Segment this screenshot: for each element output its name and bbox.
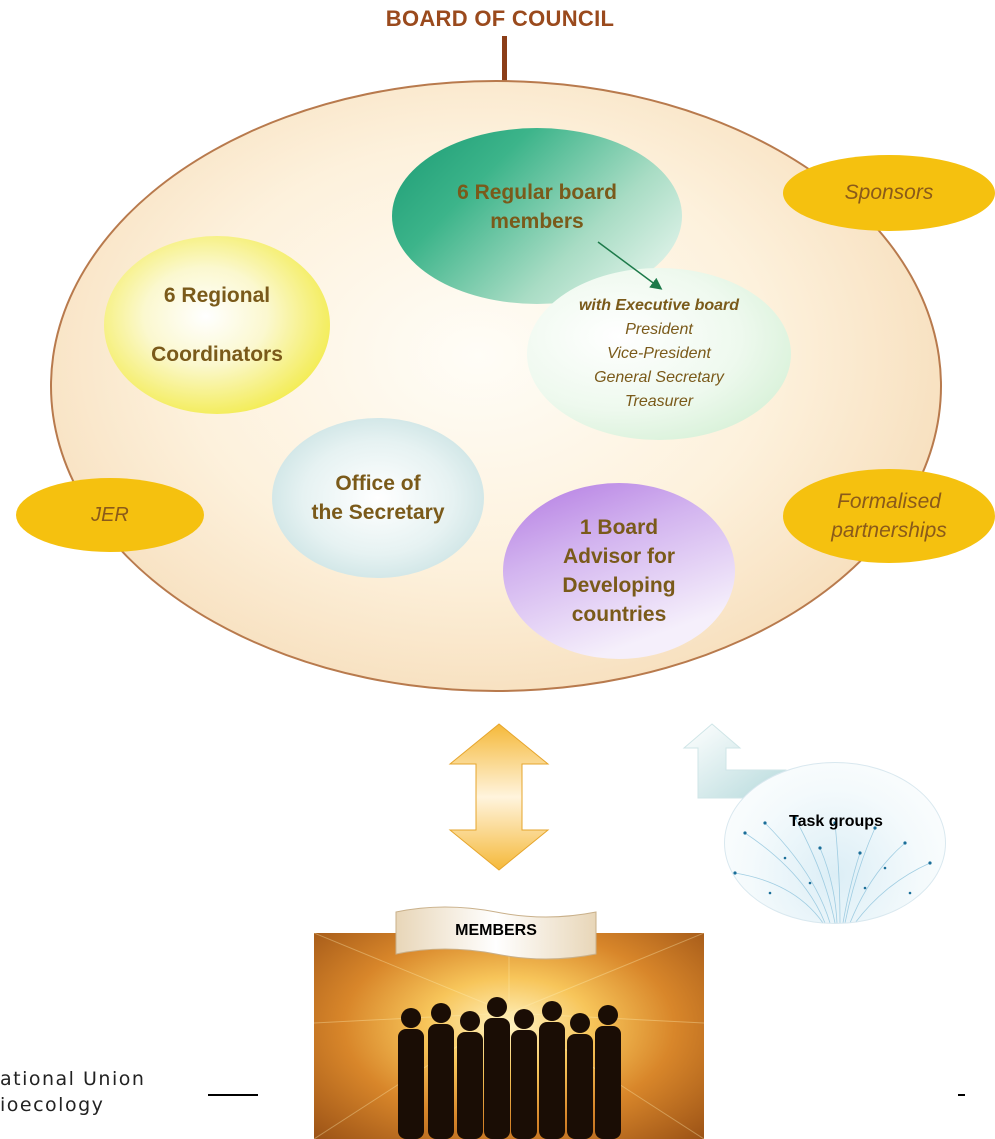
role-general-secretary: General Secretary <box>594 369 724 386</box>
members-banner: MEMBERS <box>394 906 598 962</box>
board-advisor-bubble: 1 Board Advisor for Developing countries <box>503 483 735 659</box>
office-of-secretary-bubble: Office of the Secretary <box>272 418 484 578</box>
task-groups-bubble: Task groups <box>724 762 946 924</box>
advisor-line1: 1 Board <box>579 516 659 539</box>
fiber-optic-image <box>733 816 932 923</box>
council-members-double-arrow <box>448 723 550 871</box>
executive-board-bubble: with Executive board President Vice-Pres… <box>527 268 791 440</box>
advisor-line3: Developing <box>562 574 676 597</box>
advisor-line4: countries <box>571 603 667 626</box>
regular-board-line1: 6 Regular board <box>457 181 617 204</box>
title-connector-line <box>502 36 507 84</box>
task-groups-label: Task groups <box>789 813 883 830</box>
partnerships-line1: Formalised <box>837 490 941 513</box>
sponsors-label: Sponsors <box>783 155 995 231</box>
office-line2: the Secretary <box>311 501 445 524</box>
office-line1: Office of <box>335 472 421 495</box>
regional-line2: Coordinators <box>151 343 283 366</box>
members-label: MEMBERS <box>455 922 537 939</box>
role-president: President <box>625 321 693 338</box>
regional-coordinators-bubble: 6 Regional Coordinators <box>104 236 330 414</box>
banner-shape <box>395 906 597 960</box>
members-photo <box>314 933 704 1139</box>
footer-line-left <box>208 1094 258 1096</box>
partnerships-line2: partnerships <box>831 519 947 542</box>
footer-line-right <box>958 1094 965 1096</box>
regular-to-executive-arrow <box>597 241 663 290</box>
board-of-council-title: BOARD OF COUNCIL <box>385 6 615 31</box>
executive-board-heading: with Executive board <box>578 297 740 314</box>
regular-board-line2: members <box>490 210 584 233</box>
logo-line1: ational Union <box>0 1068 146 1090</box>
advisor-line2: Advisor for <box>562 545 675 568</box>
formalised-partnerships-label: Formalised partnerships <box>783 469 995 563</box>
jer-label: JER <box>16 478 204 552</box>
people-silhouettes <box>314 933 704 1139</box>
role-treasurer: Treasurer <box>624 393 694 410</box>
organization-logo-text: ational Union ioecology <box>0 1066 200 1118</box>
regular-board-members-bubble: 6 Regular board members <box>392 128 682 304</box>
regional-line1: 6 Regional <box>163 284 271 307</box>
logo-line2: ioecology <box>0 1094 105 1116</box>
role-vice-president: Vice-President <box>607 345 711 362</box>
